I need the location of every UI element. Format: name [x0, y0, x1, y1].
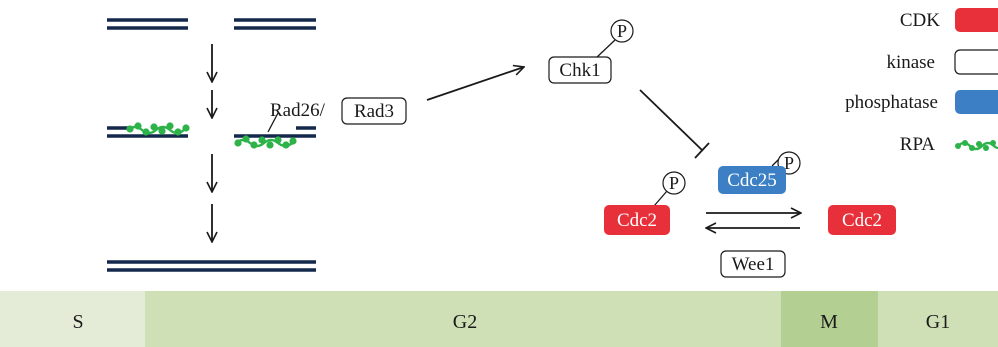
- cdc2-active-box: [828, 205, 896, 235]
- cdc2-phospho-label: P: [669, 173, 679, 193]
- wee1-box: [720, 250, 786, 278]
- phase-s: [0, 291, 145, 347]
- phase-m: [781, 291, 878, 347]
- cdc25-phospho-label: P: [784, 153, 794, 173]
- phase-s-label: S: [72, 311, 83, 333]
- chk1-phospho-group: P: [595, 19, 634, 59]
- legend-cdk-label: CDK: [900, 10, 940, 31]
- phase-m-label: M: [820, 311, 838, 333]
- dna-ssdna-right: [234, 126, 316, 138]
- dna-top-left: [107, 18, 188, 30]
- chk1-phospho-label: P: [617, 21, 627, 41]
- rad26-label: Rad26/: [270, 100, 326, 121]
- cdc2-active-label: Cdc2: [842, 210, 882, 231]
- rad3-box: [341, 97, 407, 125]
- legend: CDK kinase phosphatase RPA: [845, 8, 998, 155]
- chk1-phospho-circle: [610, 19, 634, 43]
- phase-g1-label: G1: [926, 311, 950, 333]
- legend-kinase-label: kinase: [886, 52, 935, 73]
- cdc2-inactive-label: Cdc2: [617, 210, 657, 231]
- dna-top-right: [234, 18, 316, 30]
- chk1-label: Chk1: [559, 60, 600, 81]
- cdc25-label: Cdc25: [727, 170, 777, 191]
- cdc2-inactive-box: [604, 205, 670, 235]
- phase-g2-label: G2: [453, 311, 477, 333]
- legend-rpa-swatch: [955, 140, 998, 151]
- chk1-box: [548, 56, 612, 84]
- phase-g1: [878, 291, 998, 347]
- phase-g2: [145, 291, 781, 347]
- rpa-strand-right: [234, 135, 297, 149]
- dna-repaired: [107, 260, 316, 272]
- rpa-strand-left: [126, 122, 190, 136]
- rad3-label: Rad3: [354, 101, 394, 122]
- legend-phosphatase-label: phosphatase: [845, 92, 938, 113]
- rad26-connector: [267, 112, 279, 133]
- rad3-activates-chk1-arrow: [426, 67, 524, 101]
- cdc25-box: [718, 166, 786, 194]
- wee1-label: Wee1: [732, 254, 775, 275]
- dna-ssdna-left: [107, 126, 188, 138]
- cdc2-phospho-group: P: [653, 171, 686, 207]
- chk1-inhibits-cdc25: [639, 89, 710, 159]
- phase-bar: S G2 M G1: [0, 291, 998, 347]
- cdc2-phospho-circle: [662, 171, 686, 195]
- legend-rpa-label: RPA: [900, 134, 935, 155]
- legend-kinase-swatch: [954, 49, 998, 75]
- dna-schematic: [107, 18, 316, 272]
- legend-phosphatase-swatch: [955, 90, 998, 114]
- legend-cdk-swatch: [955, 8, 998, 32]
